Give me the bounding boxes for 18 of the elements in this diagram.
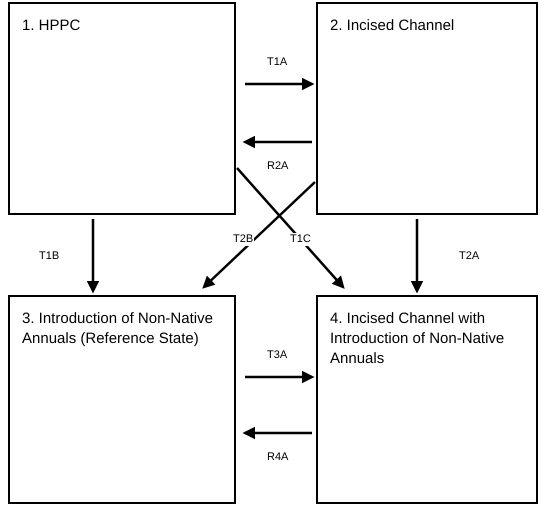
state-label: 2. Incised Channel: [330, 16, 456, 36]
arrow: [242, 426, 312, 440]
state-box: [316, 2, 538, 215]
state-label: 1. HPPC: [22, 16, 82, 36]
arrow: [242, 136, 312, 148]
state-box: [316, 295, 538, 504]
state-box: [8, 2, 236, 215]
edge-label: T2B: [232, 233, 254, 246]
arrow: [410, 219, 424, 294]
arrow: [245, 78, 314, 90]
arrow: [245, 370, 314, 384]
state-label: 4. Incised Channel with Introduction of Non-Native Annuals: [330, 309, 506, 369]
state-box: [8, 295, 236, 504]
edge-label: T1C: [289, 233, 312, 246]
arrow: [202, 181, 316, 289]
arrow: [236, 167, 345, 289]
arrow: [86, 219, 100, 294]
state-label: 3. Introduction of Non-Native Annuals (Reference State): [22, 309, 214, 349]
